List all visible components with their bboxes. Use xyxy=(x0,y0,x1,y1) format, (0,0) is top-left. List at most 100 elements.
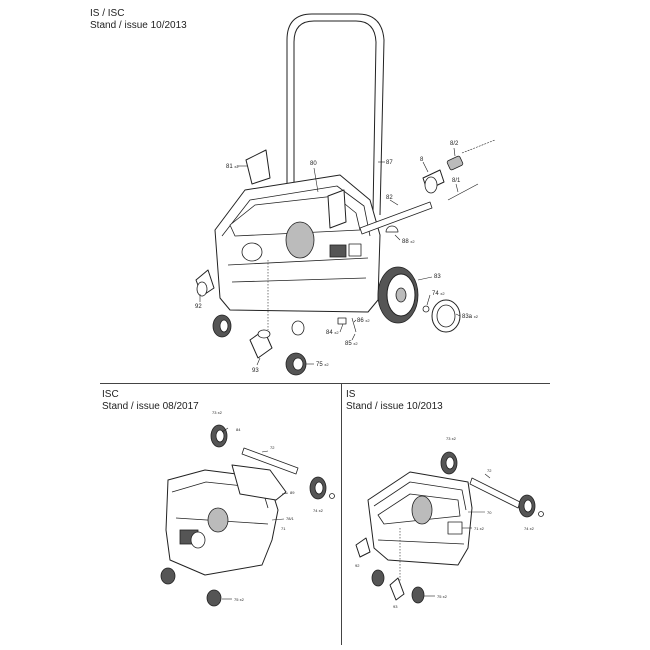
vacuum-body-part xyxy=(214,174,381,313)
svg-text:84 x2: 84 x2 xyxy=(326,330,339,336)
label-83: 83 xyxy=(434,274,441,280)
svg-text:73 x2: 73 x2 xyxy=(446,436,457,441)
hook-part xyxy=(385,225,399,233)
label-88: 88 xyxy=(402,239,409,245)
bl-wheel-right-part xyxy=(309,476,327,500)
bl-label-84: 84 xyxy=(236,427,241,432)
qty-85: x2 xyxy=(353,341,358,346)
br-label-74: 74 xyxy=(524,526,529,531)
washer-part xyxy=(422,305,430,313)
svg-text:71 x2: 71 x2 xyxy=(474,526,485,531)
pin-part xyxy=(447,183,479,201)
bl-label-71: 71 xyxy=(281,526,286,531)
qty-86: x2 xyxy=(365,318,370,323)
rear-caster-part xyxy=(285,352,307,376)
bl-label-74: 74 xyxy=(313,508,318,513)
front-caster-part xyxy=(212,314,232,338)
label-92: 92 xyxy=(195,304,202,310)
bl-label-72: 72 xyxy=(270,445,275,450)
label-8-1: 8/1 xyxy=(452,178,461,184)
header-bl-subtitle: Stand / issue 08/2017 xyxy=(102,401,199,412)
svg-text:88 x2: 88 x2 xyxy=(402,239,415,245)
svg-text:81 x2: 81 x2 xyxy=(226,164,239,170)
br-qty-71: x2 xyxy=(480,526,485,531)
br-label-70: 70 xyxy=(487,510,492,515)
bl-label-73: 73 xyxy=(212,410,217,415)
bl-wheel-top-part xyxy=(210,424,228,448)
sleeve-end-part xyxy=(424,176,438,194)
bl-qty-74: x2 xyxy=(319,508,324,513)
bl-bar-part xyxy=(241,447,299,475)
bl-label-78-1: 78/1 xyxy=(286,516,295,521)
br-caster-right-part xyxy=(411,586,425,604)
br-qty-74: x2 xyxy=(530,526,535,531)
header-top-subtitle: Stand / issue 10/2013 xyxy=(90,20,187,31)
label-87: 87 xyxy=(386,160,393,166)
label-83a: 83a xyxy=(462,314,473,320)
connector-part xyxy=(446,139,496,171)
label-80: 80 xyxy=(310,161,317,167)
svg-text:75 x2: 75 x2 xyxy=(437,594,448,599)
label-82: 82 xyxy=(386,195,393,201)
large-wheel-part xyxy=(377,266,419,324)
axle-bar-part xyxy=(359,201,433,235)
bottom-left-assembly: 73 x2 84 72 89 74 x2 78/1 71 75 x2 xyxy=(160,410,335,607)
vertical-divider xyxy=(341,383,342,645)
header-bl-title: ISC xyxy=(102,389,119,400)
label-86: 86 xyxy=(357,318,364,324)
svg-text:75 x2: 75 x2 xyxy=(316,362,329,368)
br-bar-part xyxy=(469,477,521,509)
svg-text:73 x2: 73 x2 xyxy=(212,410,223,415)
screw-part xyxy=(351,317,357,333)
header-br-title: IS xyxy=(346,389,356,400)
bl-label-89: 89 xyxy=(290,490,295,495)
svg-text:74 x2: 74 x2 xyxy=(432,291,445,297)
br-label-93: 93 xyxy=(393,604,398,609)
label-8: 8 xyxy=(420,157,424,163)
br-wheel-right-part xyxy=(518,494,536,518)
svg-text:74 x2: 74 x2 xyxy=(524,526,535,531)
svg-text:85 x2: 85 x2 xyxy=(345,341,358,347)
header-top-title: IS / ISC xyxy=(90,8,125,19)
br-label-71: 71 xyxy=(474,526,479,531)
qty-81: x2 xyxy=(234,164,239,169)
qty-74: x2 xyxy=(440,291,445,296)
br-label-72: 72 xyxy=(487,468,492,473)
qty-83a: x2 xyxy=(474,314,479,319)
header-br-subtitle: Stand / issue 10/2013 xyxy=(346,401,443,412)
label-93: 93 xyxy=(252,368,259,374)
bl-bracket-part xyxy=(231,464,287,501)
header-top: IS / ISC Stand / issue 10/2013 xyxy=(90,8,187,32)
qty-88: x2 xyxy=(410,239,415,244)
br-nozzle-part xyxy=(355,537,371,558)
bl-qty-73: x2 xyxy=(218,410,223,415)
svg-text:86 x2: 86 x2 xyxy=(357,318,370,324)
svg-text:74 x2: 74 x2 xyxy=(313,508,324,513)
br-label-92: 92 xyxy=(355,563,360,568)
bl-caster-left-part xyxy=(160,567,176,585)
bottom-right-assembly: 73 x2 72 70 71 x2 74 x2 92 93 75 x2 xyxy=(355,436,544,609)
horizontal-divider xyxy=(100,383,550,384)
br-label-75: 75 xyxy=(437,594,442,599)
br-qty-75: x2 xyxy=(443,594,448,599)
bl-label-75: 75 xyxy=(234,597,239,602)
label-85: 85 xyxy=(345,341,352,347)
top-assembly: 81 x2 80 87 8 8/2 8/1 82 88 x2 83 74 x2 … xyxy=(195,13,496,376)
push-handle-part xyxy=(286,13,385,216)
br-caster-left-part xyxy=(371,569,385,587)
br-qty-73: x2 xyxy=(452,436,457,441)
bl-caster-right-part xyxy=(206,589,222,607)
drain-plug-part xyxy=(249,329,273,359)
br-plug-part xyxy=(389,577,405,601)
label-8-2: 8/2 xyxy=(450,141,459,147)
label-74: 74 xyxy=(432,291,439,297)
label-75: 75 xyxy=(316,362,323,368)
clip-part xyxy=(245,149,271,185)
qty-75: x2 xyxy=(324,362,329,367)
header-bottom-right: IS Stand / issue 10/2013 xyxy=(346,389,443,413)
header-bottom-left: ISC Stand / issue 08/2017 xyxy=(102,389,199,413)
br-label-73: 73 xyxy=(446,436,451,441)
label-84: 84 xyxy=(326,330,333,336)
